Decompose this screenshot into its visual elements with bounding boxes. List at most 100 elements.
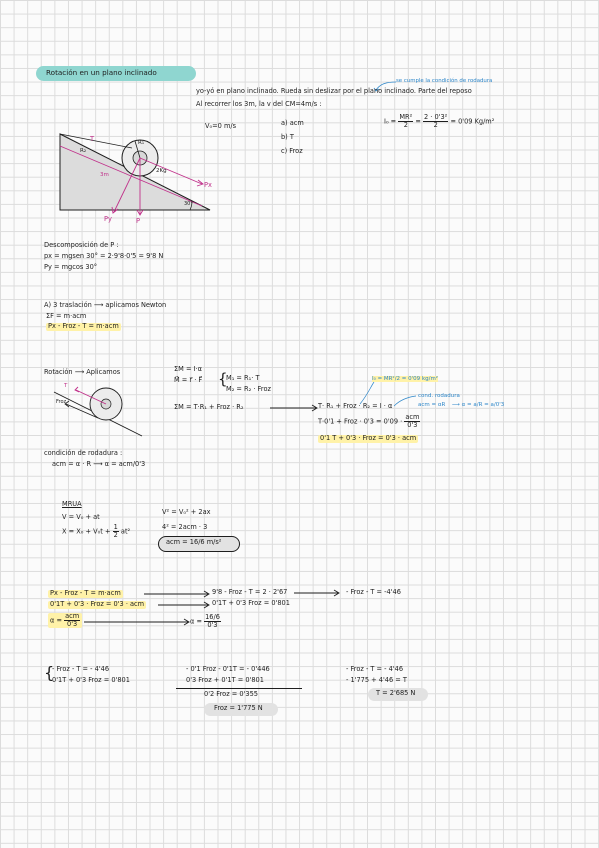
decomposition-title: Descomposición de P : — [44, 241, 119, 249]
rotation-line-2-text: T·0'1 + Froz · 0'3 = 0'09 · — [318, 417, 403, 426]
system-line-2: 0'1T + 0'3 · Froz = 0'3 · acm — [48, 600, 147, 609]
solve-eq-2: 0'1T + 0'3 Froz = 0'801 — [52, 676, 130, 684]
translation-sum: ΣF = m·acm — [46, 312, 87, 320]
system-result-arrow — [294, 589, 340, 597]
question-b: b) T — [281, 133, 294, 141]
rotation-note-acm: acm = αR — [418, 402, 446, 408]
system-result: - Froz - T = -4'46 — [346, 588, 401, 596]
rotation-moment-equation: T· R₁ + Froz · R₂ = I · α — [318, 402, 393, 410]
mrua-half-num: 1 — [112, 523, 119, 532]
page-title: Rotación en un plano inclinado — [46, 68, 157, 77]
inertia-lhs: I₀ = — [384, 117, 397, 126]
system-l3-a: α = — [50, 616, 62, 625]
diagram1-angle: 30° — [184, 201, 193, 207]
statement-note: se cumple la condición de rodadura — [396, 78, 493, 84]
mrua-substitution: 4² = 2acm · 3 — [162, 523, 208, 531]
rotation-line-3: 0'1 T + 0'3 · Froz = 0'3 · acm — [318, 434, 419, 443]
rotation-note-arrows — [359, 381, 417, 407]
rotation-note-inertia: I₀ = MR²/2 = 0'09 kg/m² — [372, 376, 439, 383]
mrua-half-den: 2 — [113, 530, 118, 539]
system-r3-a: α = — [190, 617, 202, 626]
mrua-result: acm = 16/6 m/s² — [166, 538, 222, 546]
system-arrows — [84, 590, 210, 626]
system-line-1: Px - Froz - T = m·acm — [48, 589, 123, 598]
mrua-position-a: X = X₀ + V₀t + — [62, 527, 111, 536]
system-r3-num: 16/6 — [204, 613, 221, 622]
mrua-velocity: V = V₀ + at — [62, 513, 100, 521]
question-c: c) Froz — [281, 147, 303, 155]
system-l3-num: acm — [64, 612, 81, 621]
diagram1-r1: R₁ — [138, 140, 145, 146]
rotation-m1: M₁ = R₁· T — [226, 374, 260, 382]
diagram1-r2: R₂ — [80, 148, 87, 154]
mrua-position-b: at² — [120, 527, 131, 536]
solve-sum-line — [176, 688, 302, 689]
rotation-note-cond: cond. rodadura — [418, 393, 460, 399]
solve-right-1: - Froz - T = - 4'46 — [346, 665, 404, 673]
statement-line-1: yo-yó en plano inclinado. Rueda sin desl… — [196, 87, 472, 95]
solve-sum: 0'2 Froz = 0'355 — [204, 690, 258, 698]
rolling-title: condición de rodadura : — [44, 449, 123, 457]
incline-diagram — [59, 133, 211, 216]
solve-brace: { — [44, 663, 55, 682]
tension-result: T = 2'685 N — [376, 689, 416, 697]
tension-result-pill — [368, 688, 428, 701]
inertia-result: = 0'09 Kg/m² — [450, 117, 495, 126]
initial-velocity: V₀=0 m/s — [205, 122, 237, 130]
inertia-f1-den: 2 — [403, 120, 408, 129]
inertia-f1-num: MR² — [398, 113, 414, 122]
title-highlight — [36, 66, 196, 81]
statement-note-arrow — [373, 81, 397, 92]
system-right-2: 0'1T + 0'3 Froz = 0'801 — [212, 599, 290, 607]
mrua-v-squared: V² = V₀² + 2ax — [162, 508, 211, 516]
rotation-eq2: M⃗ = r⃗ · F⃗ — [174, 376, 203, 384]
rotation-l2-num: acm — [404, 413, 421, 422]
translation-title: A) 3 traslación ⟶ aplicamos Newton — [44, 301, 167, 309]
friction-result: Froz = 1'775 N — [214, 704, 263, 712]
translation-equation: Px - Froz - T = m·acm — [46, 322, 121, 331]
rotation-l2-den: 0'3 — [407, 420, 418, 429]
inertia-f2-num: 2 · 0'3² — [423, 113, 449, 122]
decomposition-py: Py = mgcos 30° — [44, 263, 98, 271]
diagram1-mass: 2Kg — [156, 168, 167, 174]
rotation-m2: M₂ = R₂ · Froz — [226, 385, 271, 393]
yoyo-diagram — [53, 386, 143, 437]
rotation-arrow — [270, 404, 318, 412]
friction-result-pill — [204, 703, 278, 716]
rotation-sum: ΣM = T·R₁ + Froz · R₂ — [174, 403, 244, 411]
rotation-note-alpha: ⟶ α = a/R = a/0'3 — [452, 402, 505, 408]
statement-line-2: Al recorrer los 3m, la v del CM=4m/s : — [196, 100, 322, 108]
question-a: a) acm — [281, 119, 304, 127]
diagram2-tension: T — [64, 383, 68, 389]
diagram1-py: Py — [104, 215, 112, 223]
solve-mult-1: - 0'1 Froz - 0'1T = - 0'446 — [186, 665, 270, 673]
rotation-eq1: ΣM = I·α — [174, 365, 202, 373]
diagram1-tension-label: T — [90, 135, 95, 143]
diagram1-len: 3m — [100, 172, 109, 178]
solve-right-2: - 1'775 + 4'46 = T — [346, 676, 407, 684]
solve-mult-2: 0'3 Froz + 0'1T = 0'801 — [186, 676, 264, 684]
decomposition-px: px = mgsen 30° = 2·9'8·0'5 = 9'8 N — [44, 252, 164, 260]
rolling-equation: acm = α · R ⟶ α = acm/0'3 — [52, 460, 146, 468]
rotation-label: Rotación ⟶ Aplicamos — [44, 368, 121, 376]
mrua-title: MRUA — [62, 500, 82, 508]
inertia-f2-den: 2 — [433, 120, 438, 129]
inertia-eq: = — [415, 117, 421, 126]
system-right-1: 9'8 - Froz - T = 2 · 2'67 — [212, 588, 288, 596]
diagram1-p: P — [136, 217, 140, 225]
solve-eq-1: - Froz - T = - 4'46 — [52, 665, 110, 673]
diagram1-px: Px — [204, 181, 212, 189]
rotation-brace: { — [218, 370, 228, 388]
diagram2-friction: Froz — [56, 399, 67, 405]
